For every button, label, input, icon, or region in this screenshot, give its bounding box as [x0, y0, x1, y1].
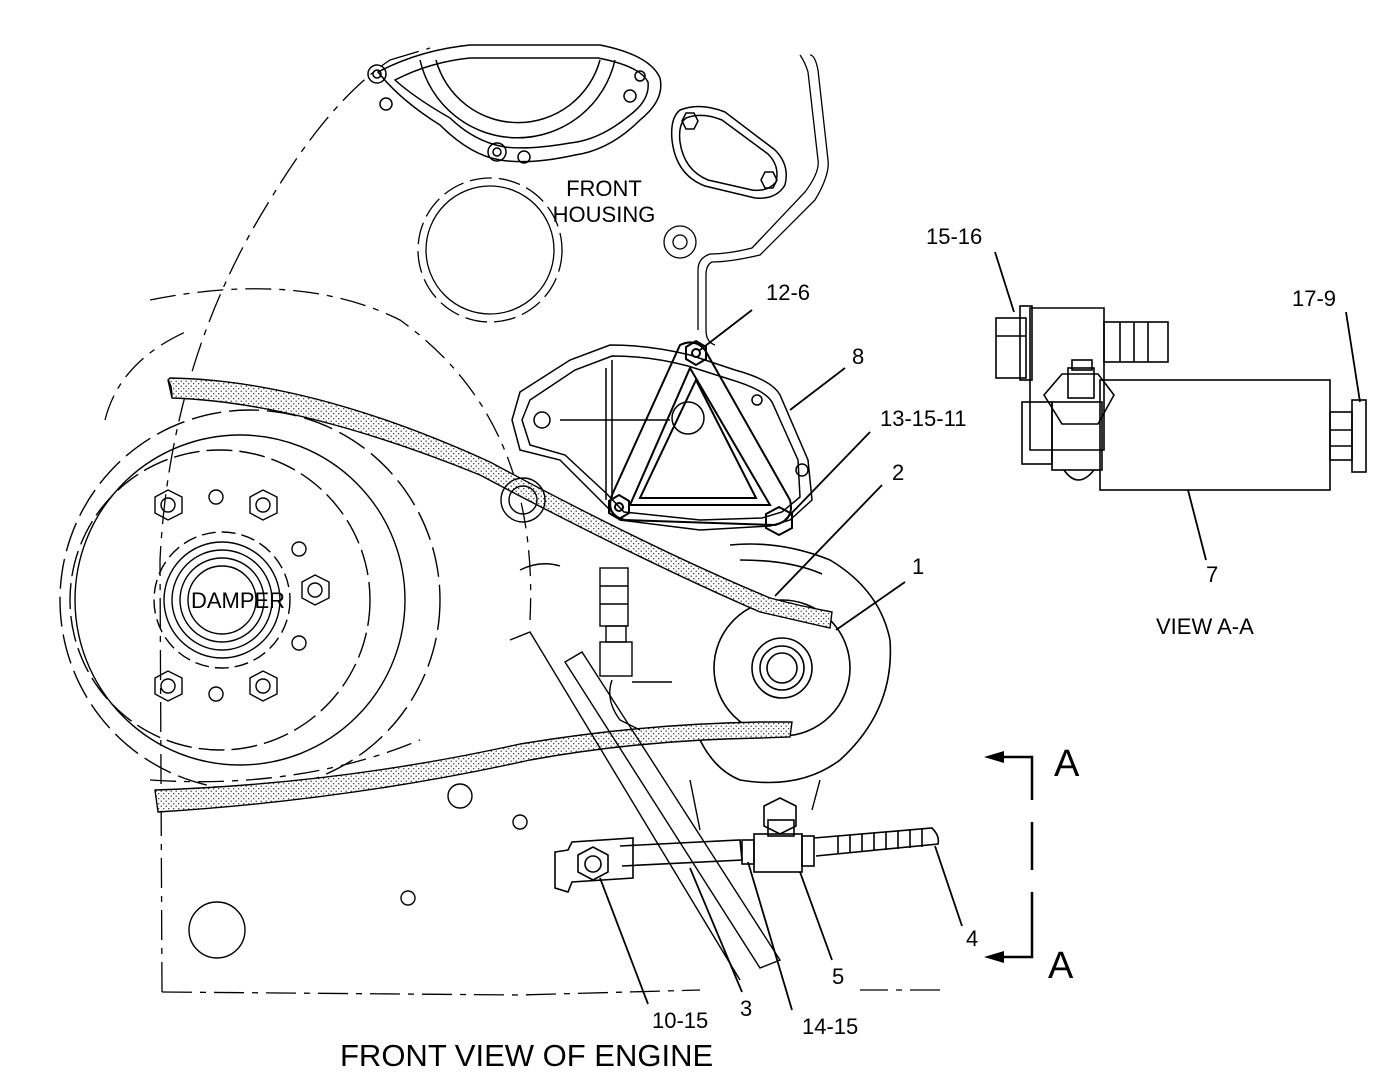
- front-housing-label-line2: HOUSING: [553, 202, 656, 227]
- damper-bolts: [154, 489, 330, 702]
- damper: [59, 409, 441, 791]
- view-aa-label: VIEW A-A: [1156, 614, 1254, 639]
- callout-12-6: 12-6: [766, 280, 810, 305]
- hose-fitting: [519, 563, 672, 731]
- housing-outline: [159, 47, 940, 996]
- top-cover: [367, 44, 662, 164]
- callout-14-15: 14-15: [802, 1014, 858, 1039]
- cover-plate: [670, 105, 787, 199]
- leader-lines: [599, 251, 1361, 1011]
- callout-3: 3: [740, 996, 752, 1021]
- callout-10-15: 10-15: [652, 1008, 708, 1033]
- hub-boss: [188, 477, 546, 959]
- callout-17-9: 17-9: [1292, 286, 1336, 311]
- callout-1: 1: [912, 554, 924, 579]
- callout-8: 8: [852, 344, 864, 369]
- front-housing-label-line1: FRONT: [566, 176, 642, 201]
- mounting-bracket: [511, 344, 813, 531]
- callout-5: 5: [832, 964, 844, 989]
- section-a-bottom: A: [1048, 945, 1074, 987]
- adjusting-rod: [554, 797, 940, 893]
- housing-circles: [417, 177, 697, 323]
- callout-13-15-11: 13-15-11: [880, 406, 966, 431]
- section-a-top: A: [1054, 743, 1080, 785]
- damper-label: DAMPER: [191, 588, 285, 613]
- callout-15-16: 15-16: [926, 224, 982, 249]
- callout-2: 2: [892, 460, 904, 485]
- view-aa-assembly: [995, 305, 1367, 491]
- callout-7: 7: [1206, 562, 1218, 587]
- section-marker: [990, 755, 1034, 959]
- diagram-title: FRONT VIEW OF ENGINE: [340, 1038, 713, 1073]
- dashed-arcs: [104, 288, 532, 783]
- belt: [154, 377, 833, 813]
- callout-4: 4: [966, 926, 978, 951]
- section-arrows: [984, 751, 1004, 963]
